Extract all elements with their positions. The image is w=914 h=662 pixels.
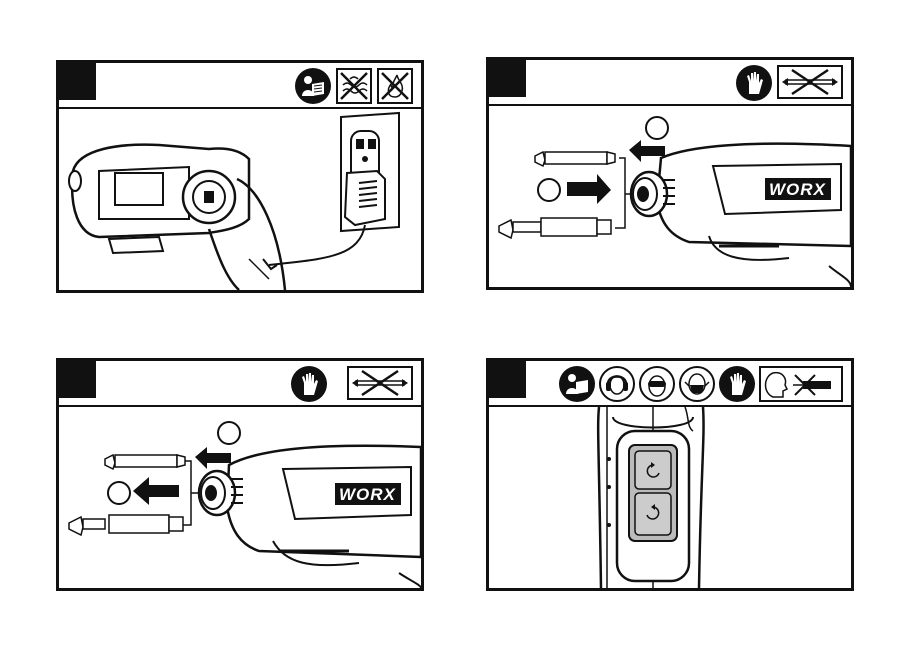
panel-header <box>59 63 421 109</box>
direction-switch-illustration <box>489 407 851 588</box>
safety-icons <box>559 366 843 402</box>
no-double-bit-icon <box>777 65 843 99</box>
panel-header <box>489 361 851 407</box>
wear-ear-protection-icon <box>599 366 635 402</box>
step-number-badge <box>59 63 96 100</box>
no-double-bit-icon <box>347 366 413 400</box>
safety-icons <box>736 65 843 101</box>
no-fire-icon <box>377 68 413 104</box>
screwdriver-tool-top <box>598 407 703 588</box>
insert-bit-illustration: WORX <box>489 106 851 287</box>
safety-icons <box>295 68 413 104</box>
panel-direction-switch <box>486 358 854 591</box>
step-number-badge <box>489 60 526 97</box>
step-number-badge <box>59 361 96 398</box>
wear-eye-protection-icon <box>639 366 675 402</box>
panel-remove-bit: WORX <box>56 358 424 591</box>
arrow-pull-icon <box>195 447 231 469</box>
no-water-icon <box>336 68 372 104</box>
bit-long <box>69 515 183 535</box>
charger-adapter <box>269 171 385 265</box>
remove-bit-illustration: WORX <box>59 407 421 588</box>
read-manual-icon <box>559 366 595 402</box>
read-manual-icon <box>295 68 331 104</box>
arrow-pull-icon <box>629 140 665 162</box>
screwdriver-tool: WORX <box>631 144 851 287</box>
worx-logo-text: WORX <box>339 485 397 504</box>
panel-charging <box>56 60 424 293</box>
panel-header <box>59 361 421 407</box>
safety-icons <box>291 366 413 402</box>
bit-long <box>499 218 611 238</box>
wear-gloves-icon <box>736 65 772 101</box>
bit-short <box>535 152 615 166</box>
bit-short <box>105 455 185 469</box>
callout-a <box>646 117 668 139</box>
callout-b <box>108 482 130 504</box>
screwdriver-tool <box>69 145 285 290</box>
wear-dust-mask-icon <box>679 366 715 402</box>
wear-gloves-icon <box>719 366 755 402</box>
reverse-switch-button[interactable] <box>635 493 671 535</box>
worx-logo-text: WORX <box>769 180 827 199</box>
panel-insert-bit: WORX <box>486 57 854 290</box>
step-number-badge <box>489 361 526 398</box>
wear-gloves-icon <box>291 366 327 402</box>
forward-switch-button[interactable] <box>635 451 671 489</box>
keep-away-from-face-icon <box>759 366 843 402</box>
panel-header <box>489 60 851 106</box>
screwdriver-tool: WORX <box>199 446 421 588</box>
arrow-pull-large-icon <box>133 477 179 505</box>
charging-illustration <box>59 109 421 290</box>
callout-a <box>218 422 240 444</box>
callout-b <box>538 179 560 201</box>
arrow-push-icon <box>567 174 611 204</box>
